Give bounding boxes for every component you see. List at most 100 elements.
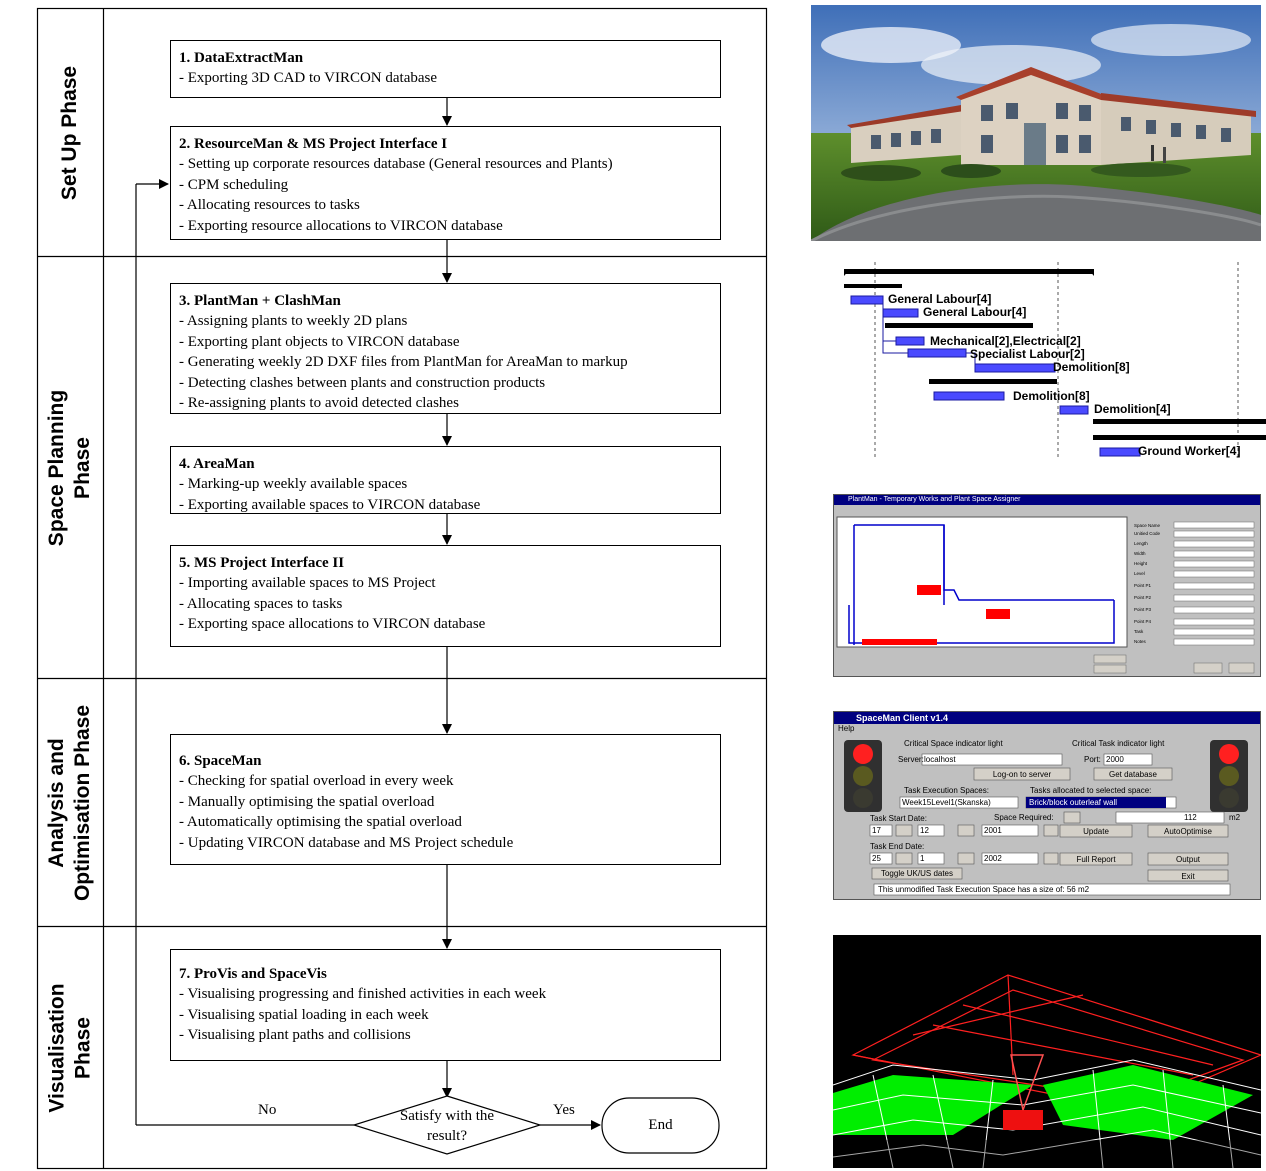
step-box-resourceman: 2. ResourceMan & MS Project Interface I …	[170, 126, 721, 240]
step-line: - Visualising spatial loading in each we…	[179, 1006, 429, 1023]
autooptimise-button[interactable]: AutoOptimise	[1163, 827, 1213, 836]
spaceman-window-image: SpaceMan Client v1.4 Help Critical Space…	[833, 711, 1261, 900]
start-year-input[interactable]: 2001	[984, 826, 1002, 835]
toggle-dates-button[interactable]: Toggle UK/US dates	[880, 869, 954, 878]
plantman-field-label: Point P2	[1134, 595, 1152, 600]
phase-label-analysis: Analysis and Optimisation Phase	[45, 704, 95, 901]
yes-label: Yes	[553, 1102, 575, 1118]
spaceman-titlebar: SpaceMan Client v1.4	[834, 712, 1260, 724]
get-database-button[interactable]: Get database	[1108, 770, 1158, 779]
port-label: Port:	[1084, 755, 1101, 764]
step-line: - Automatically optimising the spatial o…	[179, 814, 462, 830]
plantman-window-image: PlantMan - Temporary Works and Plant Spa…	[833, 494, 1261, 677]
plantman-field-label: Point P3	[1134, 607, 1152, 612]
full-report-button[interactable]: Full Report	[1076, 855, 1116, 864]
3d-visualisation-image	[833, 935, 1261, 1168]
step-title: 6. SpaceMan	[179, 753, 262, 769]
gantt-task-label: Demolition[8]	[1053, 360, 1130, 374]
end-month-input[interactable]: 1	[920, 854, 925, 863]
step-title: 2. ResourceMan & MS Project Interface I	[179, 136, 448, 152]
plantman-field-label: Notes	[1134, 639, 1147, 644]
plantman-field-label: Height	[1134, 561, 1148, 566]
step-box-areaman: 4. AreaMan - Marking-up weekly available…	[170, 446, 721, 514]
status-text: This unmodified Task Execution Space has…	[878, 885, 1090, 894]
step-line: - Detecting clashes between plants and c…	[179, 374, 546, 391]
phase-label-setup: Set Up Phase	[58, 65, 82, 200]
step-title: 5. MS Project Interface II	[179, 555, 345, 571]
decision-line-2: result?	[427, 1128, 467, 1144]
step-line: - CPM scheduling	[179, 176, 289, 193]
end-terminator	[601, 1097, 720, 1154]
step-box-plantman: 3. PlantMan + ClashMan - Assigning plant…	[170, 283, 721, 414]
step-line: - Allocating resources to tasks	[179, 197, 360, 213]
plantman-titlebar: PlantMan - Temporary Works and Plant Spa…	[834, 495, 1260, 505]
gantt-task-label: Specialist Labour[2]	[970, 347, 1085, 361]
step-line: - Exporting 3D CAD to VIRCON database	[179, 70, 438, 86]
decision-line-1: Satisfy with the	[399, 1108, 495, 1124]
step-line: - Visualising progressing and finished a…	[179, 986, 547, 1002]
end-year-input[interactable]: 2002	[984, 854, 1002, 863]
start-date-label: Task Start Date:	[870, 814, 927, 823]
decision-text: Satisfy with the result?	[374, 1106, 520, 1146]
end-day-input[interactable]: 25	[872, 854, 881, 863]
plantman-field-label: Width	[1134, 551, 1146, 556]
building-render-image	[811, 5, 1261, 241]
critical-task-label: Critical Task indicator light	[1072, 739, 1165, 748]
tasks-label: Tasks allocated to selected space:	[1030, 786, 1152, 795]
step-line: - Manually optimising the spatial overlo…	[179, 793, 435, 810]
server-input[interactable]: localhost	[924, 755, 956, 764]
plantman-field-label: Unitied Code	[1134, 531, 1161, 536]
plantman-field-label: Length	[1134, 541, 1148, 546]
step-box-provis: 7. ProVis and SpaceVis - Visualising pro…	[170, 949, 721, 1061]
end-date-label: Task End Date:	[870, 842, 925, 851]
step-line: - Allocating spaces to tasks	[179, 595, 343, 612]
gantt-chart-image: General Labour[4] General Labour[4] Mech…	[838, 262, 1266, 460]
gantt-task-label: Demolition[8]	[1013, 389, 1090, 403]
plantman-field-label: Task	[1134, 629, 1144, 634]
space-required-label: Space Required:	[994, 813, 1054, 822]
step-title: 7. ProVis and SpaceVis	[179, 966, 327, 982]
step-line: - Exporting available spaces to VIRCON d…	[179, 496, 481, 513]
gantt-task-label: Ground Worker[4]	[1138, 444, 1240, 458]
step-line: - Marking-up weekly available spaces	[179, 476, 408, 492]
gantt-task-label: Mechanical[2],Electrical[2]	[930, 334, 1081, 348]
critical-space-label: Critical Space indicator light	[904, 739, 1003, 748]
unit-label: m2	[1229, 813, 1241, 822]
step-title: 4. AreaMan	[179, 456, 255, 472]
gantt-task-label: General Labour[4]	[923, 305, 1026, 319]
space-required-input[interactable]: 112	[1184, 813, 1197, 822]
phase-label-space-planning: Space Planning Phase	[45, 389, 95, 546]
step-title: 1. DataExtractMan	[179, 50, 304, 66]
step-line: - Assigning plants to weekly 2D plans	[179, 313, 408, 329]
step-line: - Generating weekly 2D DXF files from Pl…	[179, 354, 628, 370]
step-line: - Setting up corporate resources databas…	[179, 156, 613, 172]
exit-button[interactable]: Exit	[1181, 872, 1195, 881]
gantt-task-label: Demolition[4]	[1094, 402, 1171, 416]
step-line: - Checking for spatial overload in every…	[179, 773, 454, 789]
gantt-task-label: General Labour[4]	[888, 292, 991, 306]
output-button[interactable]: Output	[1175, 855, 1200, 864]
flowchart-frame	[36, 7, 768, 1170]
spaces-select[interactable]: Week15Level1(Skanska)	[902, 798, 991, 807]
server-label: Server:	[898, 755, 924, 764]
step-line: - Updating VIRCON database and MS Projec…	[179, 834, 514, 851]
update-button[interactable]: Update	[1083, 827, 1109, 836]
start-day-input[interactable]: 17	[872, 826, 881, 835]
spaceman-menu-help: Help	[838, 724, 855, 733]
plantman-field-label: Level	[1134, 571, 1145, 576]
port-input[interactable]: 2000	[1106, 755, 1124, 764]
logon-button[interactable]: Log-on to server	[992, 770, 1052, 779]
step-title: 3. PlantMan + ClashMan	[179, 293, 341, 309]
tasks-select[interactable]: Brick/block outerleaf wall	[1029, 798, 1118, 807]
no-label: No	[258, 1102, 277, 1118]
step-line: - Exporting resource allocations to VIRC…	[179, 217, 503, 234]
decision-diamond	[351, 1095, 543, 1155]
plantman-field-label: Point P4	[1134, 619, 1152, 624]
start-month-input[interactable]: 12	[920, 826, 929, 835]
step-box-msproject-2: 5. MS Project Interface II - Importing a…	[170, 545, 721, 647]
spaces-label: Task Execution Spaces:	[904, 786, 989, 795]
plantman-field-label: Space Name	[1134, 523, 1161, 528]
step-line: - Exporting plant objects to VIRCON data…	[179, 333, 460, 350]
end-label: End	[648, 1117, 673, 1133]
step-box-dataextractman: 1. DataExtractMan - Exporting 3D CAD to …	[170, 40, 721, 98]
